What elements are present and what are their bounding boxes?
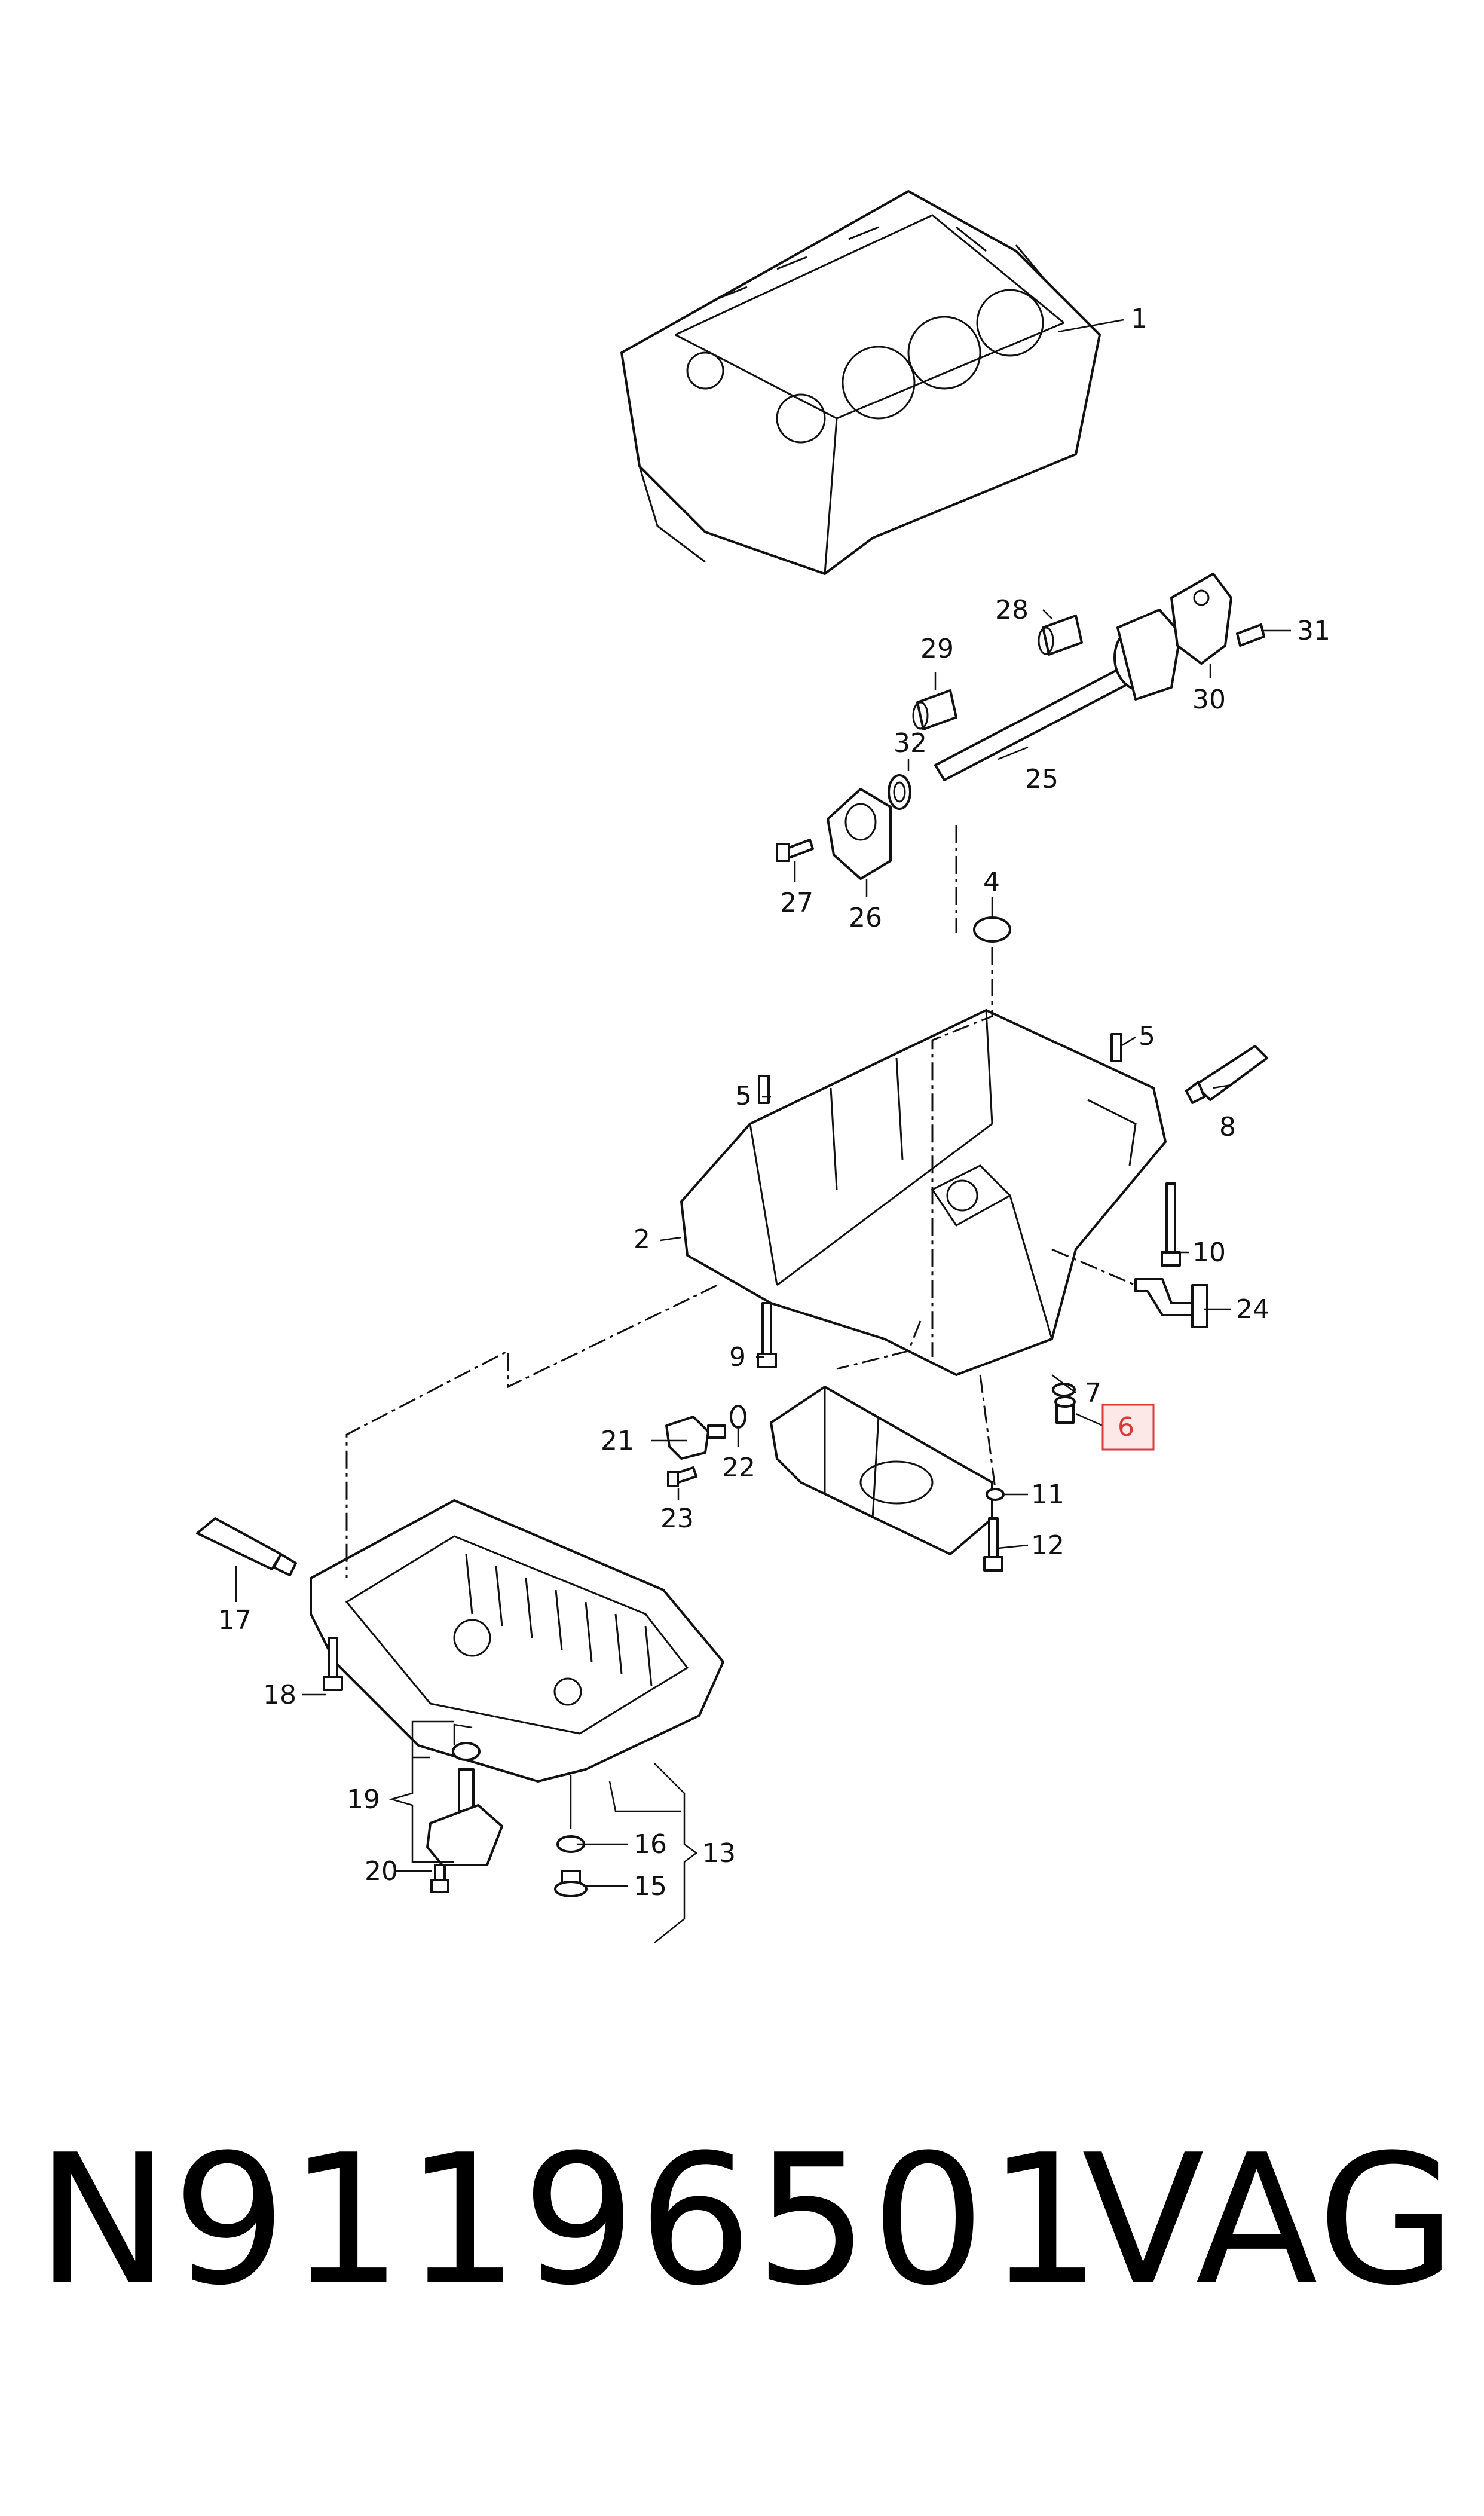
callout-28[interactable]: 28 bbox=[995, 595, 1029, 625]
o-ring-4[interactable] bbox=[973, 916, 1011, 943]
callout-11[interactable]: 11 bbox=[1031, 1479, 1064, 1510]
seal-ring-32[interactable] bbox=[888, 774, 911, 810]
dowel-5-right[interactable] bbox=[1110, 1033, 1122, 1062]
baffle-plate[interactable] bbox=[770, 1386, 993, 1555]
callout-25[interactable]: 25 bbox=[1025, 764, 1058, 794]
callout-4[interactable]: 4 bbox=[983, 867, 1000, 897]
callout-32[interactable]: 32 bbox=[894, 728, 927, 759]
plug-6[interactable] bbox=[1054, 1396, 1076, 1424]
bracket[interactable] bbox=[1170, 573, 1232, 665]
engine-block[interactable] bbox=[620, 190, 1101, 575]
dowel-5-left[interactable] bbox=[758, 1075, 770, 1104]
needle-bearing-29[interactable] bbox=[912, 689, 957, 730]
oil-pan-lower[interactable] bbox=[310, 1499, 724, 1783]
callout-20[interactable]: 20 bbox=[365, 1856, 398, 1887]
cover-26[interactable] bbox=[827, 788, 892, 880]
callout-31[interactable]: 31 bbox=[1297, 616, 1330, 646]
callout-6[interactable]: 6 bbox=[1118, 1412, 1134, 1442]
callout-7[interactable]: 7 bbox=[1085, 1378, 1101, 1408]
highlight-box-6 bbox=[1101, 1404, 1155, 1451]
callout-9[interactable]: 9 bbox=[729, 1342, 746, 1372]
bolt-10[interactable] bbox=[1161, 1182, 1181, 1267]
exploded-parts-diagram: 1 2 4 5 5 6 7 8 9 10 11 12 13 15 16 17 1… bbox=[196, 190, 1330, 1943]
needle-bearing-28[interactable] bbox=[1038, 615, 1083, 656]
callout-8[interactable]: 8 bbox=[1219, 1112, 1236, 1142]
bolt-9[interactable] bbox=[757, 1302, 777, 1368]
callout-labels: 1 2 4 5 5 6 7 8 9 10 11 12 13 15 16 17 1… bbox=[218, 304, 1330, 1901]
bolt-27[interactable] bbox=[776, 839, 814, 862]
bolt-18[interactable] bbox=[323, 1637, 343, 1691]
callout-12[interactable]: 12 bbox=[1031, 1530, 1064, 1561]
callout-24[interactable]: 24 bbox=[1236, 1294, 1269, 1325]
callout-27[interactable]: 27 bbox=[780, 888, 813, 918]
callout-23[interactable]: 23 bbox=[660, 1503, 694, 1534]
sender-21[interactable] bbox=[665, 1416, 726, 1460]
washer-11[interactable] bbox=[986, 1488, 1005, 1501]
drain-plug-15[interactable] bbox=[554, 1870, 588, 1897]
leader-lines bbox=[235, 319, 1291, 1943]
bolt-20[interactable] bbox=[430, 1864, 449, 1893]
callout-1[interactable]: 1 bbox=[1131, 304, 1148, 334]
callout-26[interactable]: 26 bbox=[849, 903, 882, 933]
callout-30[interactable]: 30 bbox=[1192, 684, 1226, 715]
callout-5-right[interactable]: 5 bbox=[1139, 1021, 1155, 1051]
part-number: N91196501 bbox=[36, 2116, 1104, 2325]
callout-29[interactable]: 29 bbox=[920, 634, 954, 664]
seal-22[interactable] bbox=[730, 1405, 746, 1429]
oil-pan-upper-section[interactable] bbox=[680, 1009, 1167, 1376]
callout-10[interactable]: 10 bbox=[1192, 1237, 1226, 1268]
assembly-lines bbox=[345, 825, 1136, 1578]
callout-18[interactable]: 18 bbox=[263, 1680, 296, 1710]
callout-15[interactable]: 15 bbox=[634, 1871, 667, 1901]
callout-19[interactable]: 19 bbox=[347, 1784, 380, 1815]
sealant-tube-17[interactable] bbox=[196, 1517, 297, 1576]
callout-16[interactable]: 16 bbox=[634, 1829, 667, 1860]
callout-22[interactable]: 22 bbox=[722, 1453, 755, 1483]
callout-21[interactable]: 21 bbox=[601, 1426, 634, 1456]
bolt-12[interactable] bbox=[983, 1517, 1003, 1572]
callout-5-left[interactable]: 5 bbox=[735, 1081, 752, 1111]
sealant-tube-8[interactable] bbox=[1185, 1045, 1268, 1104]
oil-level-sensor[interactable] bbox=[426, 1742, 503, 1866]
bolt-31[interactable] bbox=[1236, 623, 1265, 647]
callout-2[interactable]: 2 bbox=[634, 1224, 650, 1255]
brand-name: VAG bbox=[1082, 2116, 1459, 2325]
bearing-housing[interactable] bbox=[1116, 609, 1182, 701]
callout-17[interactable]: 17 bbox=[218, 1605, 252, 1635]
callout-13[interactable]: 13 bbox=[702, 1838, 736, 1869]
bolt-23[interactable] bbox=[667, 1466, 697, 1487]
pipe-24[interactable] bbox=[1134, 1278, 1208, 1328]
